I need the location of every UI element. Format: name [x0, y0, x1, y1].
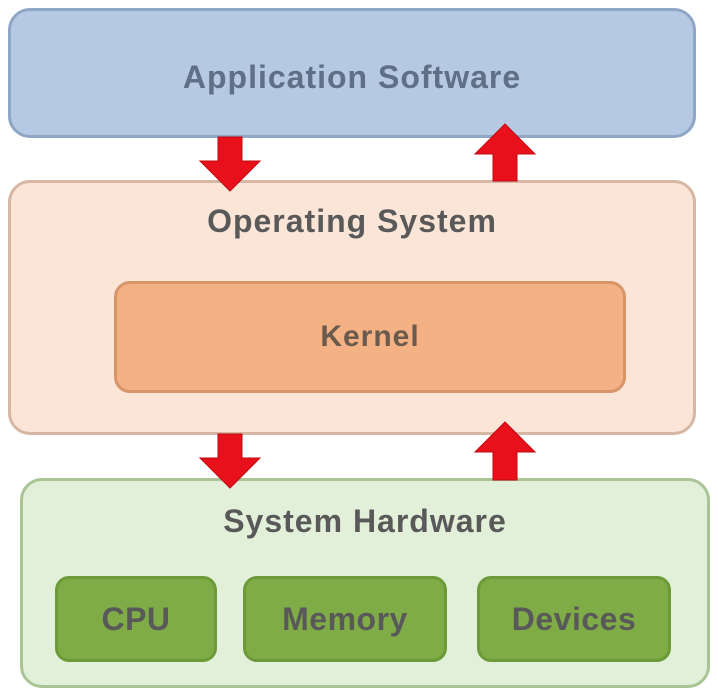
- devices-box: Devices: [477, 576, 671, 662]
- cpu-box: CPU: [55, 576, 217, 662]
- memory-label: Memory: [282, 601, 408, 637]
- system-hardware-layer: System Hardware CPU Memory Devices: [20, 478, 710, 688]
- operating-system-layer: Operating System Kernel: [8, 180, 696, 435]
- memory-box: Memory: [243, 576, 447, 662]
- kernel-box: Kernel: [114, 281, 626, 393]
- arrow-down-os-to-hw: [198, 433, 262, 489]
- application-software-layer: Application Software: [8, 8, 696, 138]
- arrow-up-os-to-app: [473, 123, 537, 182]
- system-hardware-label: System Hardware: [223, 503, 507, 539]
- devices-label: Devices: [511, 601, 637, 637]
- kernel-label: Kernel: [320, 320, 420, 353]
- cpu-label: CPU: [101, 601, 171, 637]
- operating-system-label: Operating System: [207, 203, 497, 239]
- arrow-down-app-to-os: [198, 136, 262, 192]
- application-software-label: Application Software: [182, 59, 522, 95]
- arrow-up-hw-to-os: [473, 421, 537, 481]
